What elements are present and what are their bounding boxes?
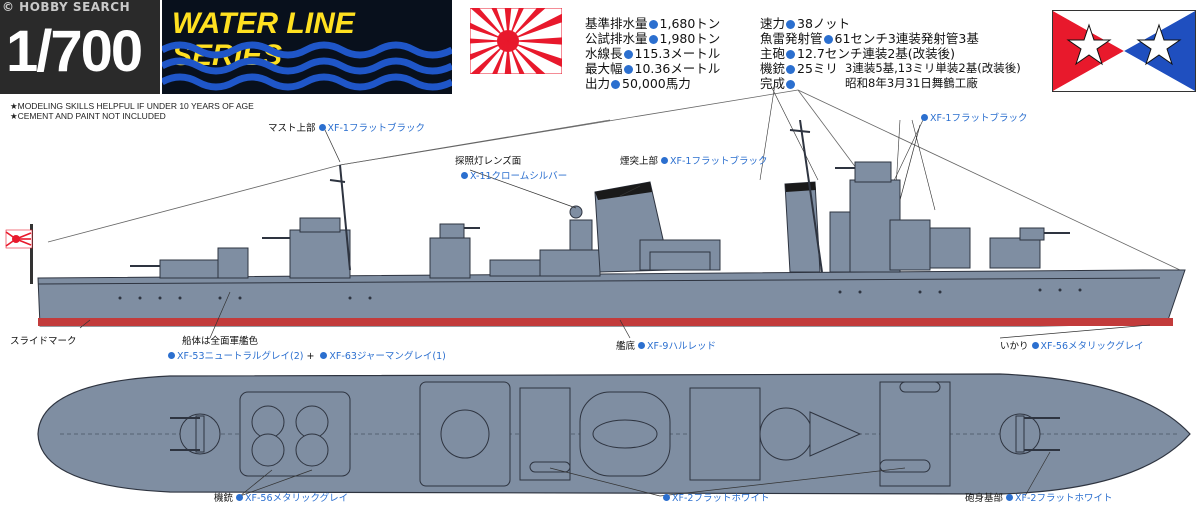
callout-boats: XF-2フラットホワイト — [660, 490, 769, 504]
brand-logo — [1052, 10, 1196, 92]
callout-searchlight-paint: X-11クロームシルバー — [458, 168, 567, 182]
callout-hull-part: 船体は全面軍艦色 — [182, 336, 259, 347]
ship-side-profile — [5, 120, 1186, 327]
callout-rigging: XF-1フラットブラック — [918, 110, 1027, 124]
callout-searchlight-part: 探照灯レンズ面 — [455, 156, 522, 167]
ship-top-view — [37, 373, 1191, 495]
star-logo-icon — [1053, 11, 1195, 91]
spec-row: 完成 — [760, 76, 797, 91]
scale-block: 1/700 — [0, 0, 160, 94]
rising-sun-flag-icon — [470, 8, 562, 74]
spec-extra: 昭和8年3月31日舞鶴工廠 — [845, 76, 978, 90]
callout-hull-paint: XF-53ニュートラルグレイ(2)+XF-63ジャーマングレイ(1) — [165, 348, 446, 362]
watermark: © HOBBY SEARCH — [2, 0, 131, 14]
callout-slide-mark: スライドマーク — [10, 336, 77, 347]
series-banner: WATER LINE SERIES — [162, 0, 452, 94]
wave-graphic — [162, 41, 452, 91]
note-skill: ★MODELING SKILLS HELPFUL IF UNDER 10 YEA… — [10, 101, 254, 111]
note-cement: ★CEMENT AND PAINT NOT INCLUDED — [10, 111, 166, 121]
spec-extra: 3連装5基,13ミリ単装2基(改装後) — [845, 61, 1021, 75]
scale-label: 1/700 — [6, 19, 143, 84]
